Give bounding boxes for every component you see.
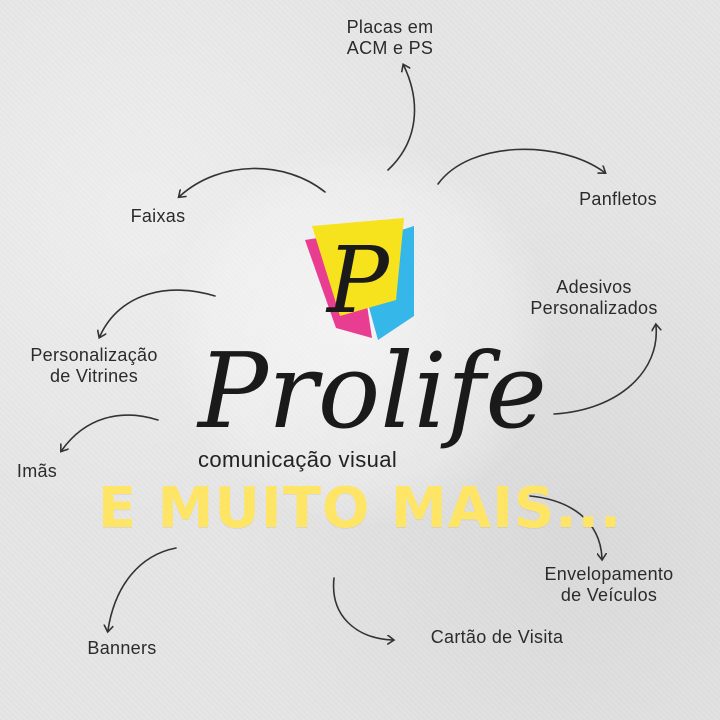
service-banners-line1: Banners: [87, 638, 157, 658]
service-adesivos: Adesivos Personalizados: [506, 277, 682, 319]
service-placas-line1: Placas em: [346, 17, 434, 37]
service-imas-line1: Imãs: [16, 461, 58, 481]
logo-yellow-shard: [312, 218, 404, 316]
service-imas: Imãs: [2, 461, 72, 482]
curved-arrow-icon: [100, 289, 216, 336]
curved-arrow-icon: [437, 148, 604, 185]
service-placas-line2: ACM e PS: [346, 38, 434, 58]
curved-arrow-icon: [62, 414, 159, 450]
service-adesivos-line2: Personalizados: [530, 298, 658, 318]
service-envelopamento-line2: de Veículos: [560, 585, 658, 605]
service-placas: Placas em ACM e PS: [330, 17, 450, 59]
curved-arrow-icon: [180, 167, 326, 196]
service-vitrines: Personalização de Vitrines: [6, 345, 182, 387]
service-panfletos-line1: Panfletos: [579, 189, 657, 209]
curved-arrow-icon: [387, 66, 416, 171]
curved-arrow-icon: [108, 547, 177, 630]
headline: E MUITO MAIS...: [97, 476, 623, 541]
brand-wordmark: Prolife: [196, 330, 547, 452]
logo-letter: P: [325, 227, 391, 334]
service-vitrines-line1: Personalização: [30, 345, 158, 365]
brand-name: Prolife: [196, 330, 547, 452]
center-glow: [170, 145, 550, 525]
service-cartao: Cartão de Visita: [404, 627, 590, 648]
brand-tagline: comunicação visual: [198, 447, 398, 472]
curved-arrow-icon: [553, 326, 656, 415]
service-faixas: Faixas: [118, 206, 198, 227]
curved-arrow-icon: [529, 495, 602, 558]
service-vitrines-line2: de Vitrines: [49, 366, 139, 386]
service-cartao-line1: Cartão de Visita: [430, 627, 564, 647]
service-adesivos-line1: Adesivos: [556, 277, 632, 297]
service-banners: Banners: [70, 638, 174, 659]
service-faixas-line1: Faixas: [130, 206, 186, 226]
service-panfletos: Panfletos: [558, 189, 678, 210]
service-envelopamento: Envelopamento de Veículos: [516, 564, 702, 606]
service-envelopamento-line1: Envelopamento: [544, 564, 674, 584]
curved-arrow-icon: [332, 577, 392, 640]
